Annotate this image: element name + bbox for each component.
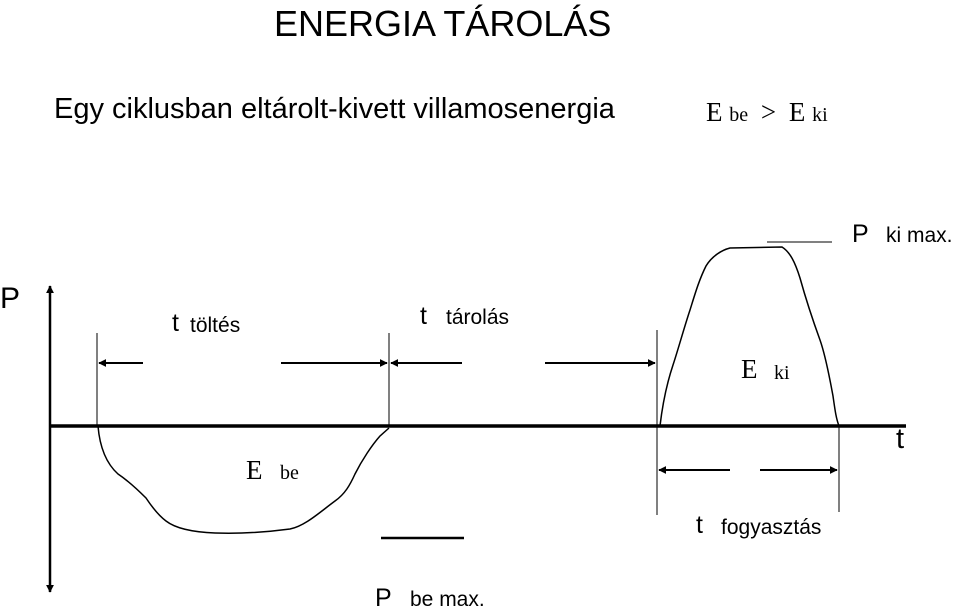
subtitle-text: Egy ciklusban eltárolt-kivett villamosen… [54, 93, 615, 125]
x-axis-label: t [896, 423, 904, 455]
page-title: ENERGIA TÁROLÁS [274, 3, 612, 44]
formula-sub-in: be [729, 104, 749, 126]
consumption-label: fogyasztás [721, 516, 821, 539]
p-out-max-symbol: P [852, 220, 869, 248]
y-axis-label: P [0, 282, 20, 315]
energy-out-symbol: E [741, 354, 758, 384]
p-in-max-label: be max. [410, 588, 485, 609]
charge-label: töltés [190, 314, 240, 337]
charge-energy-curve [97, 425, 390, 534]
energy-out-sub: ki [774, 362, 790, 384]
discharge-energy-curve [659, 246, 840, 427]
formula-e-in: E [706, 97, 723, 127]
storage-t-symbol: t [420, 302, 427, 330]
formula-e-out: E [788, 97, 806, 127]
formula-sub-out: ki [812, 104, 828, 126]
p-in-max-symbol: P [375, 584, 392, 609]
consumption-t-symbol: t [696, 511, 703, 539]
charge-t-symbol: t [172, 309, 179, 337]
storage-label: tárolás [446, 306, 509, 329]
formula-operator: > [760, 97, 777, 127]
energy-inequality: E be > E ki [706, 99, 828, 126]
p-out-max-label: ki max. [886, 224, 953, 247]
energy-in-sub: be [280, 462, 299, 484]
energy-in-symbol: E [246, 455, 263, 485]
